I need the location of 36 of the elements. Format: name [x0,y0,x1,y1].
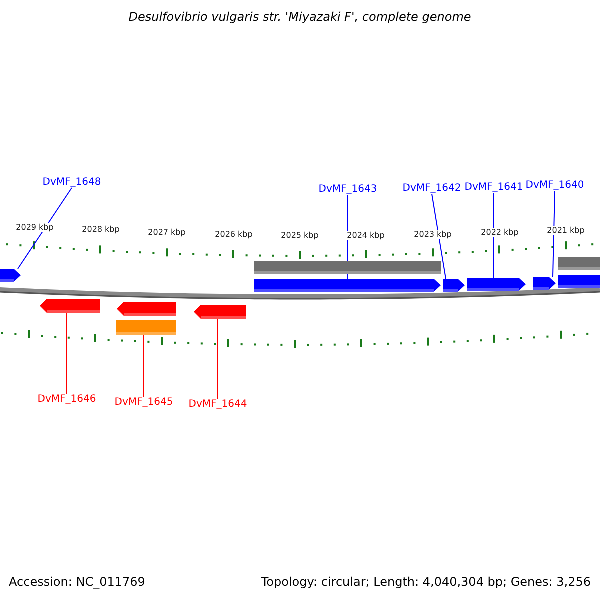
scale-label: 2024 kbp [346,231,386,240]
gene-label: DvMF_1641 [464,182,524,193]
gene-label: DvMF_1643 [318,184,378,195]
gene-feature [0,269,21,282]
gene-label: DvMF_1644 [188,399,248,410]
leader-line [18,188,72,270]
gene-label: DvMF_1645 [114,397,174,408]
genome-info-text: Topology: circular; Length: 4,040,304 bp; Genes: 3,256 [261,575,591,589]
scale-label: 2028 kbp [81,225,121,234]
scale-label: 2026 kbp [214,230,254,239]
feature-bar [116,320,176,335]
leader-line [432,194,446,280]
gene-label: DvMF_1642 [402,183,462,194]
feature-bar [254,261,441,274]
accession-text: Accession: NC_011769 [9,575,146,589]
gene-feature [194,305,246,319]
scale-label: 2027 kbp [147,228,187,237]
feature-bar [558,257,600,270]
gene-feature [533,277,556,290]
gene-feature [467,278,526,291]
scale-label: 2023 kbp [413,230,453,239]
scale-label: 2021 kbp [546,226,586,235]
title: Desulfovibrio vulgaris str. 'Miyazaki F', complete genome [128,10,472,24]
gene-feature [117,302,176,316]
leader-line [66,312,68,394]
gene-feature [40,299,100,313]
leader-line [552,190,556,278]
scale-label: 2029 kbp [15,223,55,232]
gene-feature [443,279,465,292]
gene-label: DvMF_1648 [42,177,102,188]
scale-label: 2022 kbp [480,228,520,237]
gene-feature [254,279,441,292]
gene-label: DvMF_1640 [526,180,584,191]
gene-feature [558,275,600,288]
scale-label: 2025 kbp [280,231,320,240]
gene-label: DvMF_1646 [38,394,96,405]
